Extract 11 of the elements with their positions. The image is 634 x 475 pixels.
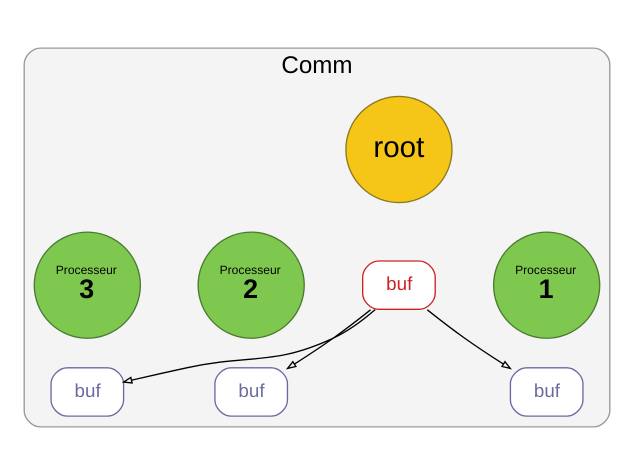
node-circle: Processeur 2 — [197, 231, 305, 339]
node-box: buf — [214, 367, 288, 417]
arrow — [286, 309, 371, 370]
node-box: buf — [50, 367, 124, 417]
node-circle: Processeur 3 — [34, 231, 142, 339]
node-box: buf — [510, 367, 584, 417]
arrow — [426, 309, 512, 370]
node-circle: root — [345, 96, 453, 204]
arrow — [122, 309, 376, 384]
node-circle: Processeur 1 — [492, 231, 600, 339]
node-box: buf — [362, 260, 436, 310]
